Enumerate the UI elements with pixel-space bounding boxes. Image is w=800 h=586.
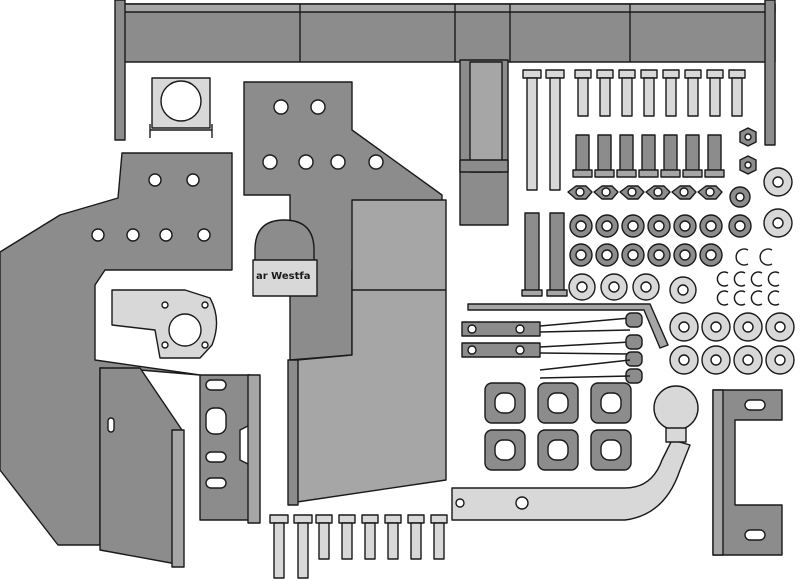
short-bolts [574,69,746,117]
nuts [567,127,793,238]
ball-cover-label: ar Westfa [256,271,310,282]
bottom-bolts [269,514,448,579]
spring-rings [716,248,780,306]
vertical-slot-plate [199,374,261,524]
spacer-plates [484,382,632,471]
tow-ball-neck [451,385,699,521]
long-bolts [521,69,568,297]
medium-bolts [572,134,725,178]
dark-washers [569,214,752,267]
ball-cover: ar Westfa [252,219,318,297]
left-lower-bracket [99,367,185,568]
right-side-bracket [712,389,783,556]
socket-bracket [111,289,218,359]
socket-holder [149,77,213,138]
cross-beam [114,0,776,146]
strap-rods [461,303,669,384]
light-washers [568,273,795,375]
center-mount-bracket [459,59,509,226]
